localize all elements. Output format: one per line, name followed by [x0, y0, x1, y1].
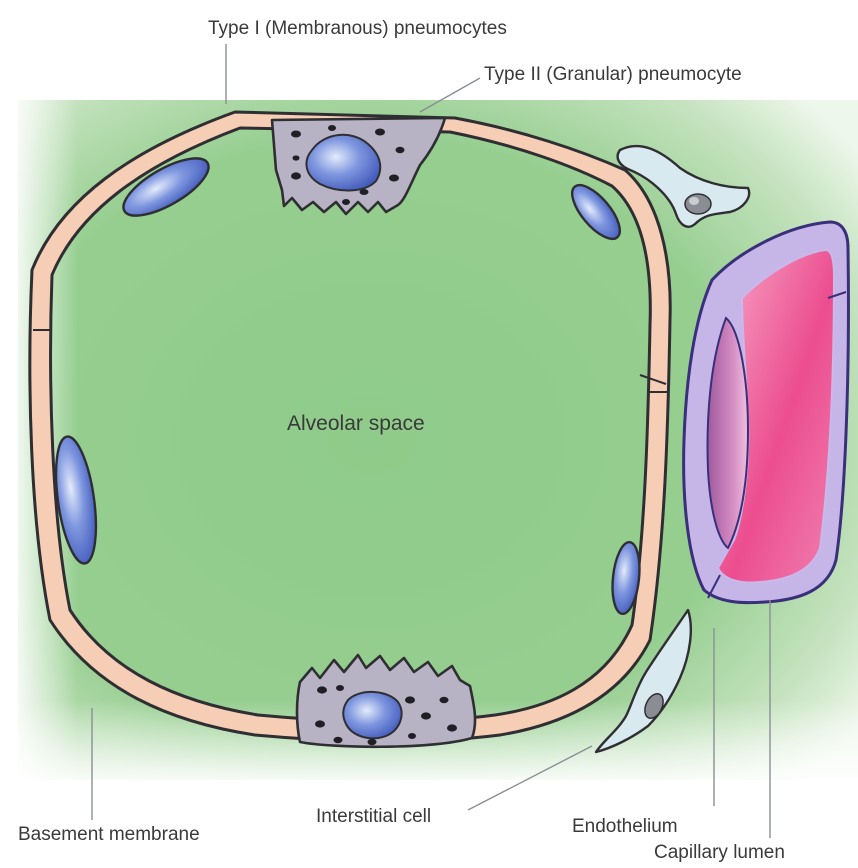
label-interstitial-cell: Interstitial cell: [316, 806, 431, 827]
label-type1-pneumocytes: Type I (Membranous) pneumocytes: [208, 18, 507, 39]
label-type2-pneumocyte: Type II (Granular) pneumocyte: [484, 64, 742, 85]
label-basement-membrane: Basement membrane: [18, 824, 200, 845]
interstitial-nucleus-upper: [685, 194, 711, 214]
type2-nucleus-bottom: [343, 692, 401, 738]
label-endothelium: Endothelium: [572, 816, 678, 837]
label-alveolar-space: Alveolar space: [287, 412, 425, 435]
label-capillary-lumen: Capillary lumen: [654, 842, 785, 863]
